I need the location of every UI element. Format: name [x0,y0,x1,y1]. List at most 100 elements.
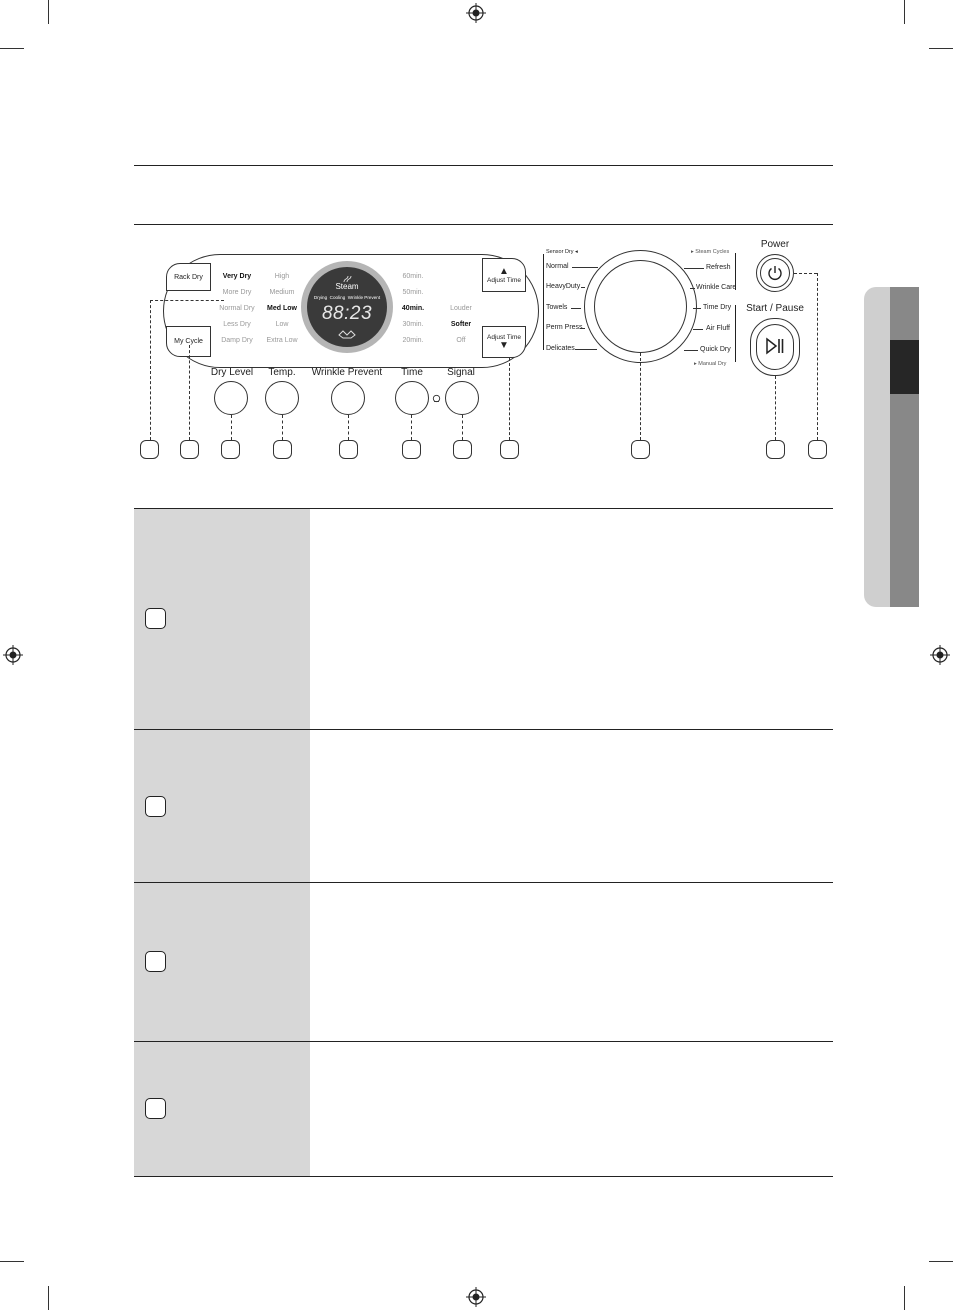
dry-level-label: Dry Level [210,367,254,378]
row-number-box [145,608,166,629]
dial-tick [572,267,598,268]
crop-mark [904,1286,905,1310]
temp-option: Medium [269,289,295,296]
adjust-time-up-label: Adjust Time [487,276,521,284]
dial-tick [571,308,581,309]
section-tab-active-marker [890,340,919,394]
dry-level-option: Normal Dry [219,305,255,312]
leader-line [150,300,151,440]
callout-box [402,440,421,459]
steam-cycles-label: ▸ Steam Cycles [691,249,730,255]
temp-option: Med Low [267,305,297,312]
arrow-up-icon: ▲ [499,265,509,277]
signal-option: Off [456,337,466,344]
table-rule [134,508,833,509]
leader-line [411,415,412,440]
callout-box [180,440,199,459]
power-label: Power [760,239,790,250]
callout-box [453,440,472,459]
temp-button[interactable] [265,381,299,415]
dial-tick [580,328,585,329]
leader-line [462,415,463,440]
leader-line [817,273,818,440]
child-lock-icon [432,394,441,403]
time-option: 30min. [402,321,424,328]
cycle-time-dry: Time Dry [703,304,732,311]
time-button[interactable] [395,381,429,415]
play-pause-icon [766,337,784,355]
dial-tick [684,350,698,351]
leader-line [640,353,641,440]
callout-box [339,440,358,459]
my-cycle-label: My Cycle [174,338,203,345]
row-number-box [145,951,166,972]
wrinkle-prevent-button[interactable] [331,381,365,415]
time-option: 60min. [402,273,424,280]
sensor-dry-label: Sensor Dry ◂ [546,249,578,255]
cycle-heavyduty: HeavyDuty [546,283,581,290]
crop-mark [929,48,953,49]
dial-tick [684,268,704,269]
time-option: 20min. [402,337,424,344]
temp-option: Low [275,321,289,328]
my-cycle-button[interactable]: My Cycle [166,326,211,357]
steam-cycles-bracket [735,253,736,290]
rack-dry-button[interactable]: Rack Dry [166,263,211,291]
cycle-air-fluff: Air Fluff [706,325,730,332]
registration-mark-icon [466,1287,486,1307]
power-button[interactable] [756,254,794,292]
signal-button[interactable] [445,381,479,415]
dial-inner-ring [594,260,687,353]
crop-mark [48,1286,49,1310]
callout-box [766,440,785,459]
time-readout: 88:23 [321,303,373,324]
drum-icon [338,330,356,339]
start-pause-button[interactable] [750,318,800,376]
crop-mark [0,48,24,49]
cycle-delicates: Delicates [546,345,575,352]
time-option: 50min. [402,289,424,296]
table-rule [134,1176,833,1177]
dry-level-option: Damp Dry [221,337,253,344]
cycle-normal: Normal [546,263,569,270]
table-rule [134,729,833,730]
signal-option: Louder [450,305,472,312]
power-icon [768,266,782,280]
signal-option: Softer [450,321,472,328]
table-rule [134,1041,833,1042]
steam-indicator: Steam [335,282,359,291]
table-rule [134,882,833,883]
header-rule [134,224,833,225]
callout-box [273,440,292,459]
cycle-refresh: Refresh [706,264,731,271]
adjust-time-up-button[interactable]: ▲ Adjust Time [482,258,526,292]
adjust-time-down-label: Adjust Time [487,333,521,341]
cycle-wrinkle-care: Wrinkle Care [696,284,737,291]
dial-tick [693,308,701,309]
crop-mark [0,1261,24,1262]
callout-box [221,440,240,459]
leader-line [150,300,224,301]
crop-mark [48,0,49,24]
start-pause-button-inner [756,324,794,370]
dry-level-button[interactable] [214,381,248,415]
adjust-time-down-button[interactable]: Adjust Time ▼ [482,326,526,358]
leader-line [348,415,349,440]
leader-line [775,376,776,440]
temp-option: High [274,273,290,280]
temp-label: Temp. [268,367,296,378]
manual-dry-label: ▸ Manual Dry [694,361,727,367]
arrow-down-icon: ▼ [499,339,509,351]
callout-box [140,440,159,459]
wrinkle-prevent-label: Wrinkle Prevent [311,367,383,378]
dial-tick [693,329,703,330]
dry-level-option: Less Dry [223,321,251,328]
status-indicators: Drying Cooling Wrinkle Prevent [313,295,381,300]
leader-line [282,415,283,440]
cycle-quick-dry: Quick Dry [700,346,731,353]
dial-tick [581,287,585,288]
time-label: Time [401,367,423,378]
temp-option: Extra Low [266,337,298,344]
header-rule [134,165,833,166]
crop-mark [929,1261,953,1262]
